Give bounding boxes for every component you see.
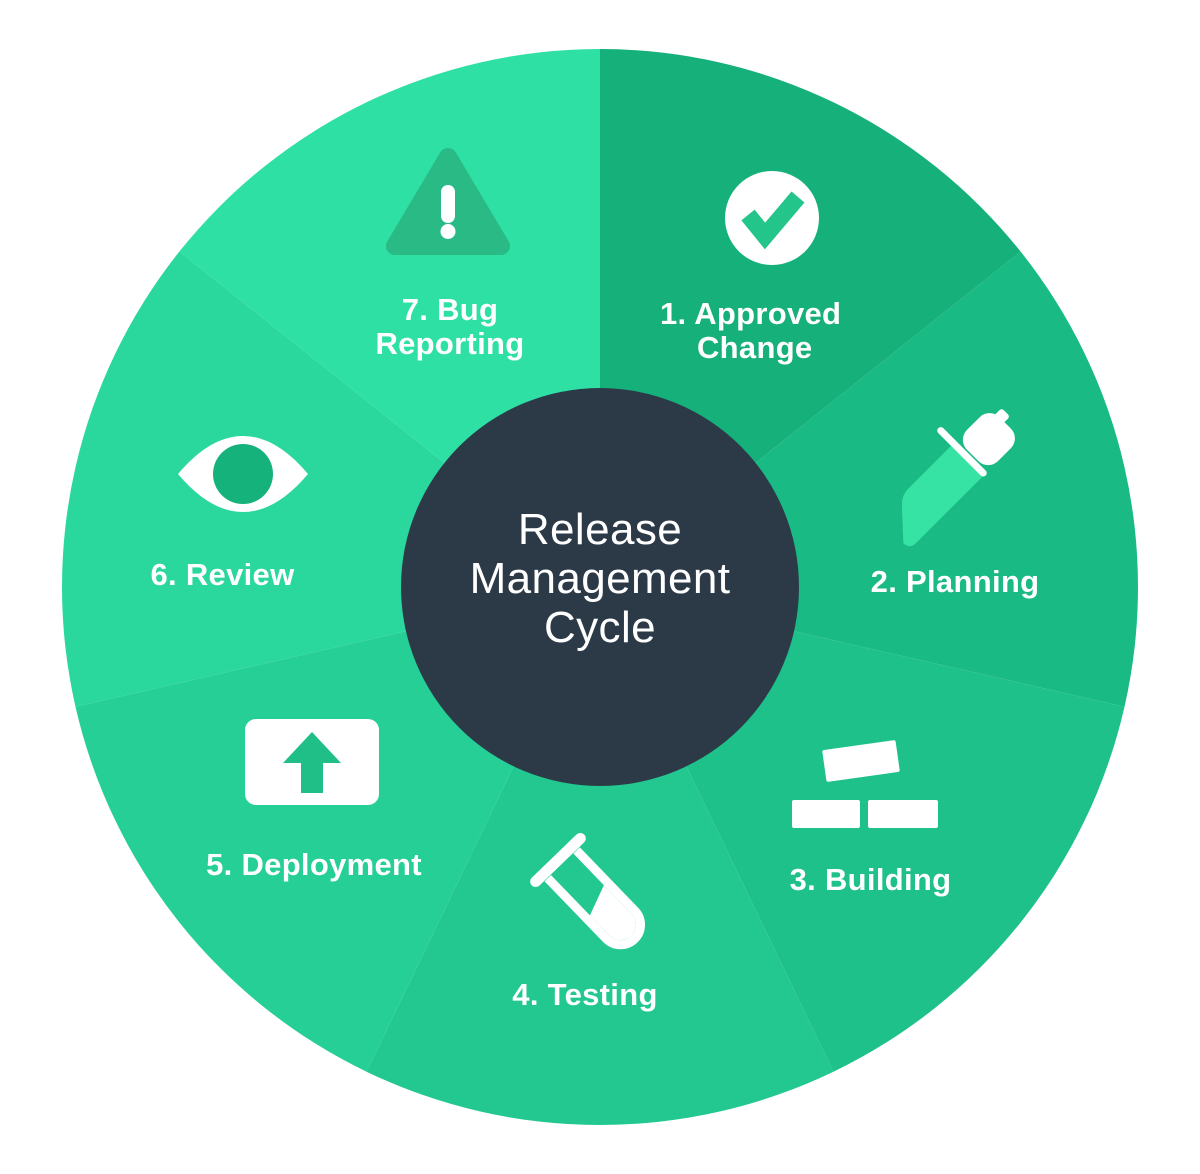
segment-6-label-line1: 6. Review [150, 557, 295, 592]
eye-pupil [213, 444, 273, 504]
pencil-cap-notch [994, 409, 1009, 424]
segment-1-label: 1. Approved Change [660, 297, 880, 365]
brick-bottom-right [868, 800, 938, 828]
pencil-cap [962, 413, 1015, 466]
segment-3-label-line1: 3. Building [789, 862, 952, 897]
pencil-body [901, 441, 987, 547]
diagram-title-line1: Release [517, 505, 683, 554]
segment-7-label-line1: 7. Bug [401, 292, 499, 327]
diagram-title-line3: Cycle [543, 603, 657, 652]
diagram-title-line2: Management [469, 554, 731, 603]
upload-arrow [283, 732, 341, 793]
upload-icon [245, 719, 379, 805]
diagram-title: Release Management Cycle [400, 505, 800, 652]
segment-1-label-line2: Change [697, 330, 813, 365]
tube-outline [544, 847, 646, 950]
segment-7-label-line2: Reporting [375, 326, 525, 361]
pencil-icon [901, 409, 1015, 547]
center-hub [401, 388, 799, 786]
tube-liquid [589, 885, 636, 941]
segment-7-label: 7. Bug Reporting [350, 293, 550, 361]
check-mark [741, 191, 805, 250]
check-circle-icon [725, 171, 819, 265]
test-tube-icon [530, 832, 646, 950]
bricks-icon [792, 740, 938, 828]
segment-4-label-line1: 4. Testing [512, 977, 658, 1012]
segment-2-label: 2. Planning [865, 565, 1045, 599]
pencil-clip [937, 427, 987, 477]
brick-top [822, 740, 900, 782]
segment-1-label-line1: 1. Approved [660, 296, 842, 331]
segment-4-wedge [366, 587, 834, 1125]
segment-5-label-line1: 5. Deployment [206, 847, 422, 882]
brick-bottom-left [792, 800, 860, 828]
segment-6-label: 6. Review [134, 558, 311, 592]
segment-5-label: 5. Deployment [193, 848, 435, 882]
tube-rim [530, 832, 586, 888]
exclamation-bar [441, 185, 455, 223]
segment-4-label: 4. Testing [494, 978, 676, 1012]
warning-triangle-icon [386, 148, 510, 255]
segment-3-label: 3. Building [778, 863, 963, 897]
segment-2-label-line1: 2. Planning [870, 564, 1040, 599]
eye-icon [178, 436, 308, 512]
exclamation-dot [440, 224, 456, 239]
